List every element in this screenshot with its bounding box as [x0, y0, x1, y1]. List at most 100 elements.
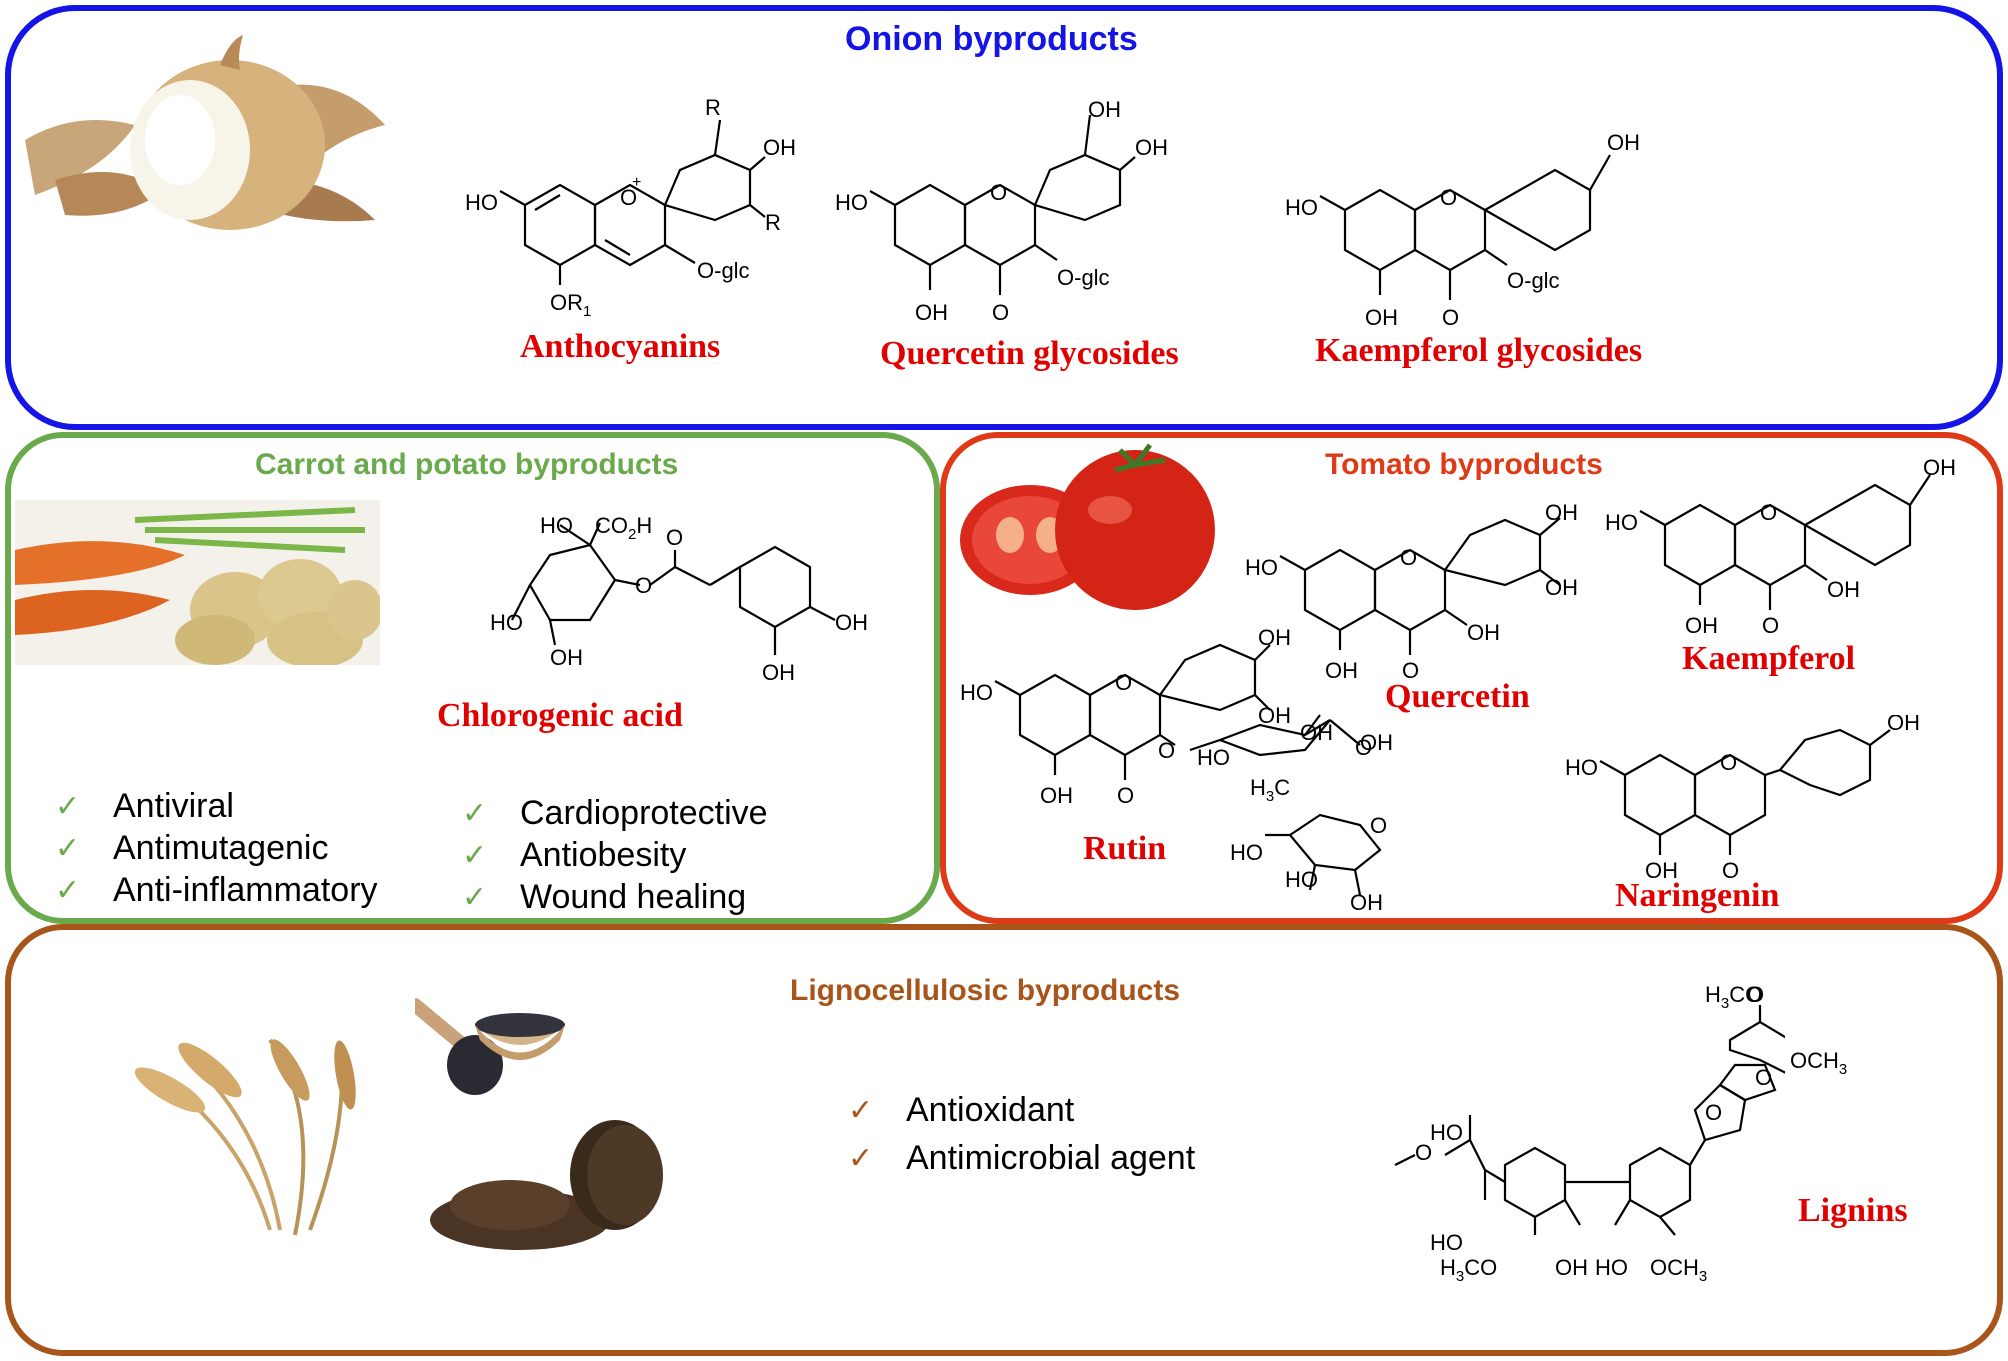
- carrot-potato-image: [15, 500, 380, 665]
- benefit-antiobesity: Antiobesity: [520, 835, 687, 874]
- seeds-bowl-image: [415, 998, 565, 1095]
- naringenin-structure: HO O OH OH O: [1565, 715, 1920, 883]
- chlorogenic-acid-structure: HO CO2H HO OH O O OH OH: [490, 513, 868, 685]
- oh-label: OH: [1545, 575, 1578, 600]
- ho-label: HO: [1605, 510, 1638, 535]
- o-label: O: [1442, 305, 1459, 330]
- oh-label: OH: [1685, 613, 1718, 638]
- o-label: O: [1705, 1100, 1722, 1125]
- list-item: ✓Antimicrobial agent: [848, 1134, 1195, 1182]
- lignins-label: Lignins: [1798, 1192, 1908, 1229]
- lignin-structure: HO O HO H3CO OH HO OCH3 O O H3CO O: [1394, 982, 1785, 1285]
- o-label: O: [1755, 1065, 1772, 1090]
- benefit-cardioprotective: Cardioprotective: [520, 793, 768, 832]
- tomato-title: Tomato byproducts: [1325, 448, 1603, 481]
- oh-label: OH: [1300, 720, 1333, 745]
- o-label: O: [635, 573, 652, 598]
- oh-label: OH: [1607, 130, 1640, 155]
- benefit-antioxidant: Antioxidant: [906, 1090, 1075, 1129]
- lignin-structure-och3: OCH3: [1790, 1048, 1847, 1078]
- check-icon: ✓: [462, 838, 488, 872]
- oh-label: OH: [835, 610, 868, 635]
- ho-label: HO: [1285, 195, 1318, 220]
- ho-label: HO: [1430, 1230, 1463, 1255]
- list-item: ✓ Antiobesity: [462, 834, 768, 876]
- oglc-label: O-glc: [697, 258, 750, 283]
- onion-image: [25, 35, 385, 230]
- oglc-label: O-glc: [1057, 265, 1110, 290]
- onion-title: Onion byproducts: [845, 20, 1138, 58]
- o-label: O: [1762, 613, 1779, 638]
- o-label: O: [1747, 982, 1764, 1007]
- oh-label: OH: [1040, 783, 1073, 808]
- h3co-label: H3CO: [1705, 982, 1762, 1012]
- benefit-antiviral: Antiviral: [113, 786, 234, 825]
- oh-label: OH: [1258, 703, 1291, 728]
- oh-label: OH: [1545, 500, 1578, 525]
- o-label: O: [1115, 670, 1132, 695]
- check-icon: ✓: [848, 1093, 874, 1127]
- list-item: ✓Antiviral: [55, 785, 378, 827]
- quercetin-structure: HO O OH OH OH OH O: [1245, 500, 1578, 683]
- chlorogenic-acid-label: Chlorogenic acid: [437, 697, 683, 734]
- o-label: O: [1117, 783, 1134, 808]
- oglc-label: O-glc: [1507, 268, 1560, 293]
- h3co-label: H3CO: [1440, 1255, 1497, 1285]
- o-label: O: [1440, 185, 1457, 210]
- check-icon: ✓: [462, 880, 488, 914]
- list-item: ✓Wound healing: [462, 876, 768, 918]
- oh-label: OH: [763, 135, 796, 160]
- ho-label: HO: [835, 190, 868, 215]
- quercetin-label: Quercetin: [1385, 678, 1530, 715]
- quercetin-glycosides-label: Quercetin glycosides: [880, 335, 1179, 372]
- o-label: O: [1415, 1140, 1432, 1165]
- tomato-image: [960, 443, 1215, 610]
- ho-label: HO: [1245, 555, 1278, 580]
- oh-label: OH: [1088, 97, 1121, 122]
- ho-label: HO: [490, 610, 523, 635]
- soil-image: [430, 1120, 663, 1250]
- och3-label: OCH3: [1650, 1255, 1707, 1285]
- oh-label: OH: [1645, 858, 1678, 883]
- o-label: O: [1370, 813, 1387, 838]
- co2h-label: CO2H: [595, 513, 652, 543]
- anthocyanin-structure: HO O + R OH R O-glc OR1: [465, 95, 796, 320]
- ligno-title: Lignocellulosic byproducts: [790, 974, 1181, 1007]
- benefit-antimicrobial: Antimicrobial agent: [906, 1138, 1196, 1177]
- kaempferol-structure: HO O OH OH OH O: [1605, 455, 1955, 638]
- kaempferol-glycosides-label: Kaempferol glycosides: [1315, 332, 1643, 369]
- oh-label: OH: [1827, 577, 1860, 602]
- r-label: R: [705, 95, 721, 120]
- benefit-antimutagenic: Antimutagenic: [113, 828, 329, 867]
- check-icon: ✓: [55, 831, 81, 865]
- o-label: O: [1400, 545, 1417, 570]
- list-item: ✓ Antioxidant: [848, 1086, 1195, 1134]
- ho-label: HO: [465, 190, 498, 215]
- carrot-benefits-left: ✓Antiviral ✓Antimutagenic ✓Anti-inflamma…: [55, 785, 378, 911]
- och3-label: OCH3: [1790, 1048, 1847, 1078]
- check-icon: ✓: [462, 796, 488, 830]
- kaempferol-glycoside-structure: HO O OH O-glc OH O: [1285, 130, 1640, 330]
- o-label: O: [1402, 658, 1419, 683]
- ho-label: HO: [1565, 755, 1598, 780]
- o-label: O: [1720, 750, 1737, 775]
- ligno-benefits: ✓ Antioxidant ✓Antimicrobial agent: [848, 1086, 1195, 1182]
- carrot-title: Carrot and potato byproducts: [255, 448, 679, 481]
- oh-label: OH: [1887, 715, 1920, 735]
- ho-label: HO: [1595, 1255, 1628, 1280]
- rutin-structure: HO O OH OH OH O O HO OH OH O H3C HO HO O…: [960, 625, 1393, 915]
- or1-label: OR1: [550, 290, 591, 320]
- list-item: ✓ Cardioprotective: [462, 792, 768, 834]
- carrot-benefits-right: ✓ Cardioprotective ✓ Antiobesity ✓Wound he…: [462, 792, 768, 918]
- r-label: R: [765, 210, 781, 235]
- o-label: O: [1158, 738, 1175, 763]
- ho-label: HO: [960, 680, 993, 705]
- oh-label: OH: [762, 660, 795, 685]
- list-item: ✓ Antimutagenic: [55, 827, 378, 869]
- ho-label: HO: [1285, 867, 1318, 892]
- oh-label: OH: [915, 300, 948, 325]
- o-label: O: [1355, 735, 1372, 760]
- anthocyanins-label: Anthocyanins: [520, 328, 721, 365]
- oh-label: OH: [1923, 455, 1955, 480]
- quercetin-glycoside-structure: HO O OH OH O-glc OH O: [835, 97, 1168, 325]
